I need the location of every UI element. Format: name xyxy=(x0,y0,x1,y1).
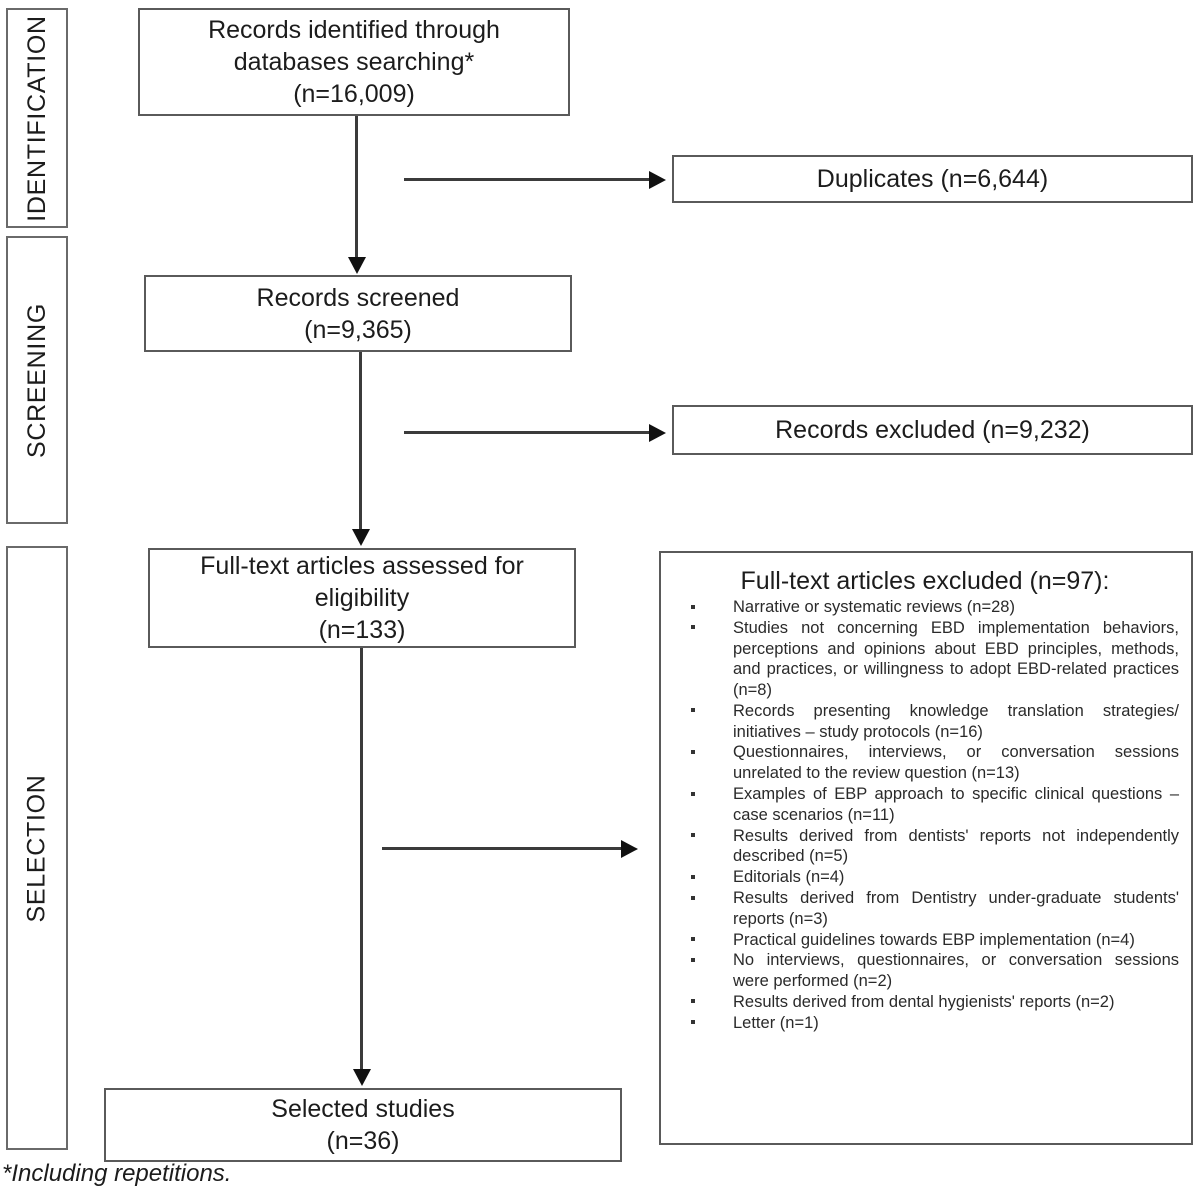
stage-label-screening-text: SCREENING xyxy=(22,302,51,458)
exclusion-reason-text: No interviews, questionnaires, or conver… xyxy=(733,951,1179,991)
bullet-icon xyxy=(691,1020,695,1025)
arrow-shaft xyxy=(382,847,622,850)
arrow-shaft xyxy=(404,178,650,181)
box-records-identified-line1: Records identified through xyxy=(208,16,500,44)
exclusion-reason-item: Studies not concerning EBD implementatio… xyxy=(671,618,1179,701)
box-records-screened-line1: Records screened xyxy=(256,283,460,312)
bullet-icon xyxy=(691,833,695,838)
exclusion-reason-text: Results derived from dental hygienists' … xyxy=(733,992,1115,1011)
box-records-screened: Records screened (n=9,365) xyxy=(144,275,572,352)
box-selected-studies-line1: Selected studies xyxy=(271,1095,455,1123)
exclusion-reason-text: Practical guidelines towards EBP impleme… xyxy=(733,930,1135,949)
stage-label-selection-text: SELECTION xyxy=(22,774,51,922)
stage-label-screening: SCREENING xyxy=(6,236,68,524)
box-records-excluded: Records excluded (n=9,232) xyxy=(672,405,1193,455)
arrow-identified-to-screened xyxy=(348,116,366,274)
exclusion-reason-item: Results derived from dental hygienists' … xyxy=(671,992,1179,1013)
arrow-shaft xyxy=(355,116,358,258)
arrow-head-icon xyxy=(352,529,370,546)
bullet-icon xyxy=(691,957,695,962)
exclusion-reason-text: Records presenting knowledge translation… xyxy=(733,701,1179,741)
arrow-head-icon xyxy=(348,257,366,274)
stage-label-selection: SELECTION xyxy=(6,546,68,1150)
stage-label-identification: IDENTIFICATION xyxy=(6,8,68,228)
exclusion-reason-text: Results derived from dentists' reports n… xyxy=(733,826,1179,866)
arrow-head-icon xyxy=(353,1069,371,1086)
exclusion-reason-item: Questionnaires, interviews, or conversat… xyxy=(671,742,1179,784)
box-records-identified-count: (n=16,009) xyxy=(293,80,415,108)
exclusion-reason-item: Examples of EBP approach to specific cli… xyxy=(671,784,1179,826)
exclusion-reason-item: No interviews, questionnaires, or conver… xyxy=(671,950,1179,992)
stage-label-identification-text: IDENTIFICATION xyxy=(22,14,51,222)
arrow-shaft xyxy=(360,648,363,1070)
arrow-shaft xyxy=(359,352,362,530)
box-selected-studies-count: (n=36) xyxy=(326,1127,400,1155)
exclusion-reason-item: Letter (n=1) xyxy=(671,1013,1179,1034)
exclusion-reason-text: Results derived from Dentistry under-gra… xyxy=(733,888,1179,928)
box-fulltext-assessed-line1: Full-text articles assessed for xyxy=(200,552,524,580)
box-fulltext-assessed: Full-text articles assessed for eligibil… xyxy=(148,548,576,648)
arrow-head-icon xyxy=(621,840,638,858)
bullet-icon xyxy=(691,750,695,755)
exclusion-list-title: Full-text articles excluded (n=97): xyxy=(740,567,1110,595)
exclusion-reason-text: Studies not concerning EBD implementatio… xyxy=(733,618,1179,700)
box-fulltext-assessed-count: (n=133) xyxy=(318,616,406,644)
exclusion-reason-text: Narrative or systematic reviews (n=28) xyxy=(733,598,1015,616)
box-records-identified: Records identified through databases sea… xyxy=(138,8,570,116)
box-records-excluded-label: Records excluded (n=9,232) xyxy=(775,416,1090,444)
exclusion-reason-item: Practical guidelines towards EBP impleme… xyxy=(671,930,1179,951)
box-fulltext-excluded-list: Full-text articles excluded (n=97): Narr… xyxy=(659,551,1193,1145)
arrow-fulltext-to-selected xyxy=(353,648,371,1088)
box-duplicates: Duplicates (n=6,644) xyxy=(672,155,1193,203)
box-duplicates-label: Duplicates (n=6,644) xyxy=(816,165,1049,193)
figure-footnote: *Including repetitions. xyxy=(2,1160,232,1187)
arrow-to-duplicates xyxy=(404,171,668,189)
exclusion-reason-item: Narrative or systematic reviews (n=28) xyxy=(671,597,1179,618)
arrow-to-records-excluded xyxy=(404,424,668,442)
bullet-icon xyxy=(691,937,695,942)
arrow-screened-to-fulltext xyxy=(352,352,370,548)
arrow-shaft xyxy=(404,431,650,434)
box-fulltext-assessed-line2: eligibility xyxy=(314,584,410,612)
exclusion-reason-item: Results derived from dentists' reports n… xyxy=(671,826,1179,868)
arrow-head-icon xyxy=(649,171,666,189)
bullet-icon xyxy=(691,625,695,630)
exclusion-reason-text: Editorials (n=4) xyxy=(733,868,845,887)
bullet-icon xyxy=(691,895,695,900)
arrow-head-icon xyxy=(649,424,666,442)
bullet-icon xyxy=(691,791,695,796)
exclusion-reason-item: Records presenting knowledge translation… xyxy=(671,701,1179,743)
exclusion-reason-item: Results derived from Dentistry under-gra… xyxy=(671,888,1179,930)
box-records-identified-line2: databases searching* xyxy=(233,48,475,76)
bullet-icon xyxy=(691,999,695,1004)
box-selected-studies: Selected studies (n=36) xyxy=(104,1088,622,1162)
exclusion-reason-list: Narrative or systematic reviews (n=28) S… xyxy=(671,597,1179,1033)
box-records-screened-count: (n=9,365) xyxy=(304,315,412,344)
bullet-icon xyxy=(691,604,695,609)
exclusion-reason-item: Editorials (n=4) xyxy=(671,867,1179,888)
exclusion-reason-text: Questionnaires, interviews, or conversat… xyxy=(733,743,1179,783)
exclusion-reason-text: Letter (n=1) xyxy=(733,1013,819,1032)
bullet-icon xyxy=(691,708,695,713)
exclusion-reason-text: Examples of EBP approach to specific cli… xyxy=(733,785,1179,824)
bullet-icon xyxy=(691,874,695,879)
arrow-to-fulltext-excluded xyxy=(382,840,646,858)
